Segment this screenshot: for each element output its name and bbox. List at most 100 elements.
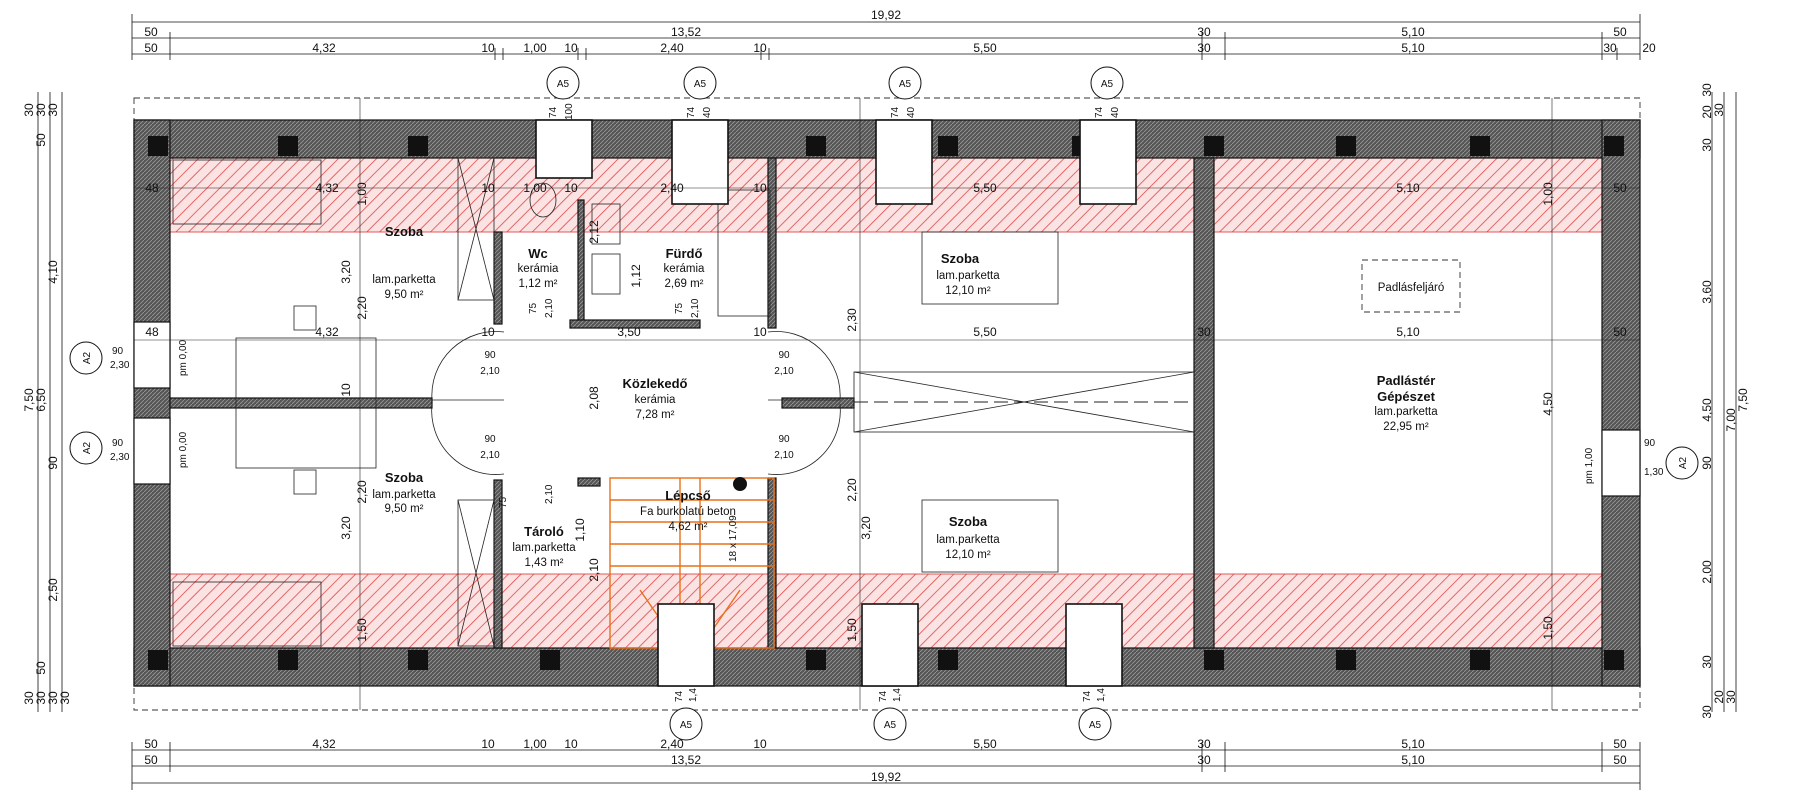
int-mid-9: 50 (1613, 325, 1627, 339)
hall-doors (431, 331, 841, 475)
dim-left-mid-4: 4,10 (46, 260, 60, 284)
window-tag-top-2: A5 (694, 79, 707, 90)
window-tag-bottom-3: A5 (1089, 720, 1102, 731)
dim-left-inner-1: 30 (46, 103, 60, 117)
int-v-12: 2,10 (587, 558, 601, 582)
dim-top-r3-5: 10 (564, 41, 578, 55)
bath-door-width: 75 (674, 302, 685, 314)
top-sill-4: 40 (702, 106, 713, 118)
int-v-19: 1,50 (1541, 616, 1555, 640)
opening-labels: 90 2,30 pm 0,00 90 2,30 pm 0,00 90 1,30 … (110, 103, 1664, 702)
bottom-sill-1: 74 (674, 690, 685, 702)
dim-left-mid-9: 30 (34, 691, 48, 705)
int-mid-5: 10 (753, 325, 767, 339)
room-floor: kerámia (635, 394, 677, 406)
room-name: Tároló (524, 524, 564, 539)
left-window-2-height: 2,30 (110, 452, 130, 463)
dim-right-mid-12: 30 (1724, 690, 1738, 704)
int-v-1: 1,00 (355, 182, 369, 206)
window-tag-left-1: A2 (82, 351, 93, 364)
dim-right-outer-2: 7,00 (1724, 408, 1738, 432)
furniture (172, 157, 1461, 647)
int-mid-1: 48 (145, 325, 159, 339)
dim-bot-r2-4: 5,10 (1401, 753, 1425, 767)
dim-right-mid-2: 20 (1700, 105, 1714, 119)
room-tarolo: Tároló lam.parketta 1,43 m² (512, 524, 576, 569)
room-area: 9,50 m² (385, 289, 424, 301)
room-szoba-se: Szoba lam.parketta 12,10 m² (936, 514, 1000, 561)
door-4-width: 90 (778, 434, 790, 445)
dim-top-r2-2: 13,52 (671, 25, 701, 39)
dim-top-r3-7: 10 (753, 41, 767, 55)
door-3-width: 90 (484, 434, 496, 445)
dim-top-r3-12: 20 (1642, 41, 1656, 55)
dim-total-bottom: 19,92 (871, 770, 901, 784)
int-top-7: 10 (753, 181, 767, 195)
room-floor: lam.parketta (936, 270, 1000, 282)
room-area: 1,43 m² (525, 557, 564, 569)
dim-right-mid-4: 30 (1700, 138, 1714, 152)
window-tag-right-1: A2 (1678, 456, 1689, 469)
int-mid-7: 30 (1197, 325, 1211, 339)
room-area: 12,10 m² (945, 285, 991, 297)
dim-top-r3-6: 2,40 (660, 41, 684, 55)
room-name: Padlástér (1377, 373, 1436, 388)
bottom-sill-5: 74 (1082, 690, 1093, 702)
room-area: 9,50 m² (385, 503, 424, 515)
room-szoba-sw: Szoba lam.parketta 9,50 m² (372, 470, 436, 515)
int-mid-4: 3,50 (617, 325, 641, 339)
interior-walls (169, 157, 1215, 649)
int-mid-2: 4,32 (315, 325, 339, 339)
room-name: Szoba (385, 224, 424, 239)
window-tag-bottom-2: A5 (884, 720, 897, 731)
int-top-3: 10 (481, 181, 495, 195)
dim-bot-r1-11: 50 (1613, 737, 1627, 751)
int-v-2: 3,20 (339, 260, 353, 284)
dim-bot-r1-1: 50 (144, 737, 158, 751)
dim-top-r3-10: 5,10 (1401, 41, 1425, 55)
int-v-5: 2,20 (355, 480, 369, 504)
int-top-4: 1,00 (523, 181, 547, 195)
dim-bot-r1-5: 10 (564, 737, 578, 751)
door-2-width: 90 (778, 350, 790, 361)
bottom-sill-3: 74 (878, 690, 889, 702)
int-top-9: 5,10 (1396, 181, 1420, 195)
top-sill-5: 74 (890, 106, 901, 118)
dim-left-mid-2: 30 (34, 103, 48, 117)
int-v-14: 2,20 (845, 478, 859, 502)
right-window-width: 90 (1644, 438, 1656, 449)
room-wc: Wc kerámia 1,12 m² (518, 246, 560, 290)
top-sill-6: 40 (906, 106, 917, 118)
door-1-width: 90 (484, 350, 496, 361)
dim-left-mid-5: 90 (46, 456, 60, 470)
int-v-13: 2,30 (845, 308, 859, 332)
interior-dimensions: 48 4,32 10 1,00 10 2,40 10 5,50 5,10 50 … (134, 98, 1640, 710)
stair-arrow-dot (733, 477, 747, 491)
stair-steps: 18 x 17,09 (728, 515, 739, 562)
room-kozlekedo: Közlekedő kerámia 7,28 m² (622, 376, 687, 421)
dim-top-r3-9: 30 (1197, 41, 1211, 55)
dim-bot-r2-5: 50 (1613, 753, 1627, 767)
dim-top-r3-1: 50 (144, 41, 158, 55)
dim-top-r3-4: 1,00 (523, 41, 547, 55)
room-name: Wc (528, 246, 548, 261)
left-window-1-width: 90 (112, 346, 124, 357)
door-3-height: 2,10 (480, 450, 500, 461)
room-area: 7,28 m² (636, 409, 675, 421)
bottom-dimensions: 50 4,32 10 1,00 10 2,40 10 5,50 30 5,10 … (131, 737, 1641, 790)
room-labels: Szoba lam.parketta 9,50 m² Wc kerámia 1,… (372, 224, 1444, 569)
int-top-2: 4,32 (315, 181, 339, 195)
dim-top-r3-2: 4,32 (312, 41, 336, 55)
room-area: 2,69 m² (665, 278, 704, 290)
dim-right-mid-3: 30 (1712, 103, 1726, 117)
int-v-9: 1,12 (629, 264, 643, 288)
room-floor: lam.parketta (1374, 406, 1438, 418)
window-tag-top-3: A5 (899, 79, 912, 90)
dim-right-mid-5: 3,60 (1700, 280, 1714, 304)
left-window-2-width: 90 (112, 438, 124, 449)
int-v-6: 3,20 (339, 516, 353, 540)
dim-top-r2-3: 30 (1197, 25, 1211, 39)
int-v-7: 1,50 (355, 618, 369, 642)
bottom-sill-2: 1,4 (688, 688, 699, 702)
